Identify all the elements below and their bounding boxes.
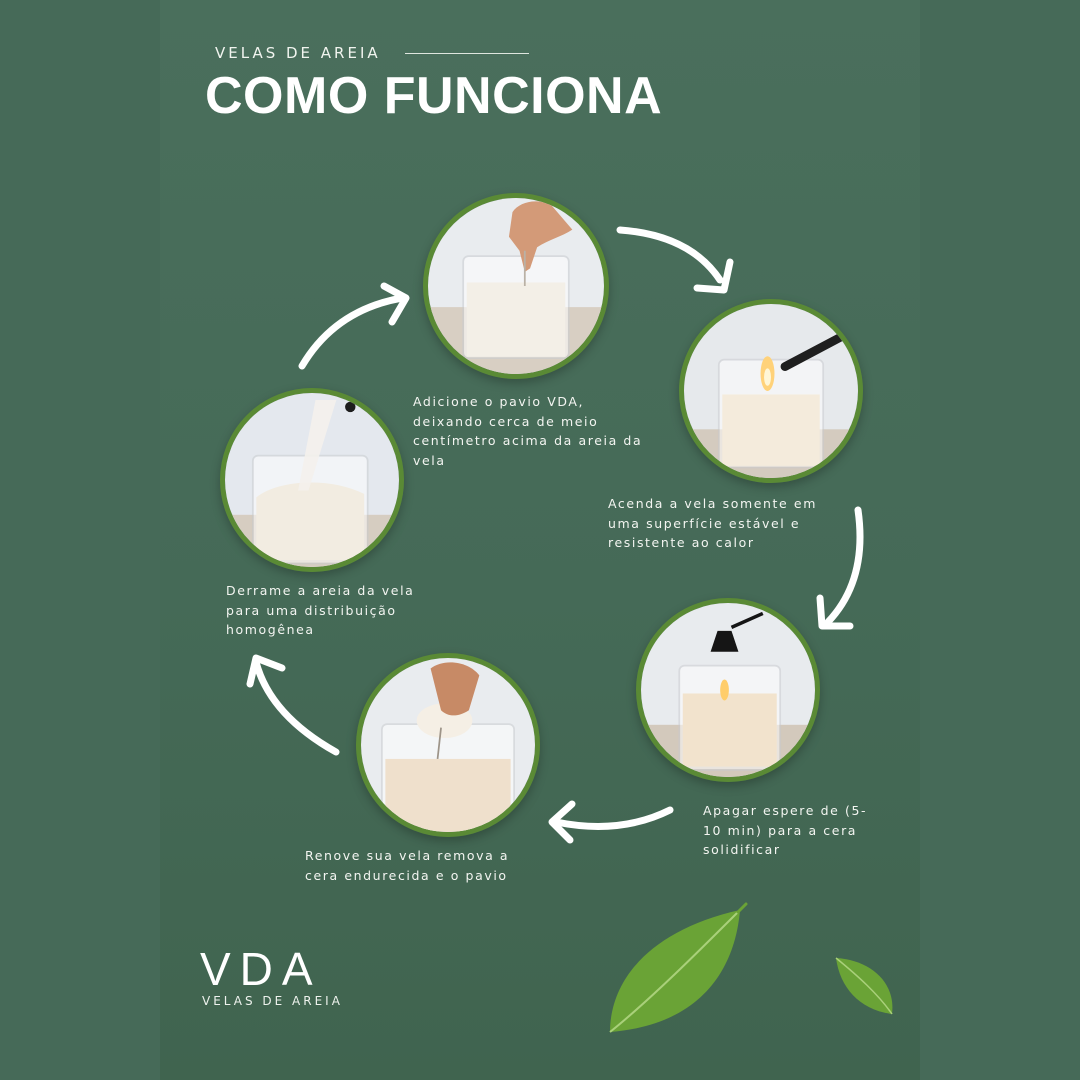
brand-subtitle: VELAS DE AREIA [202,994,343,1008]
page-title: COMO FUNCIONA [205,67,663,125]
step-extinguish-photo [636,598,820,782]
step-pour-sand-photo [220,388,404,572]
step-pour-sand-caption: Derrame a areia da vela para uma distrib… [226,583,415,637]
step-renew-caption: Renove sua vela remova a cera endurecida… [305,848,510,883]
eyebrow-divider [405,53,529,54]
step-light-candle-caption: Acenda a vela somente em uma superfície … [608,496,817,550]
step-extinguish-caption: Apagar espere de (5-10 min) para a cera … [703,803,868,857]
small-leaf-icon [835,957,893,1015]
step-add-wick-photo [423,193,609,379]
step-renew-photo [356,653,540,837]
step-add-wick-caption: Adicione o pavio VDA, deixando cerca de … [413,394,643,468]
brand-logo: VDA [200,943,322,995]
brand-eyebrow: VELAS DE AREIA [215,44,381,62]
large-leaf-icon [609,902,748,1033]
